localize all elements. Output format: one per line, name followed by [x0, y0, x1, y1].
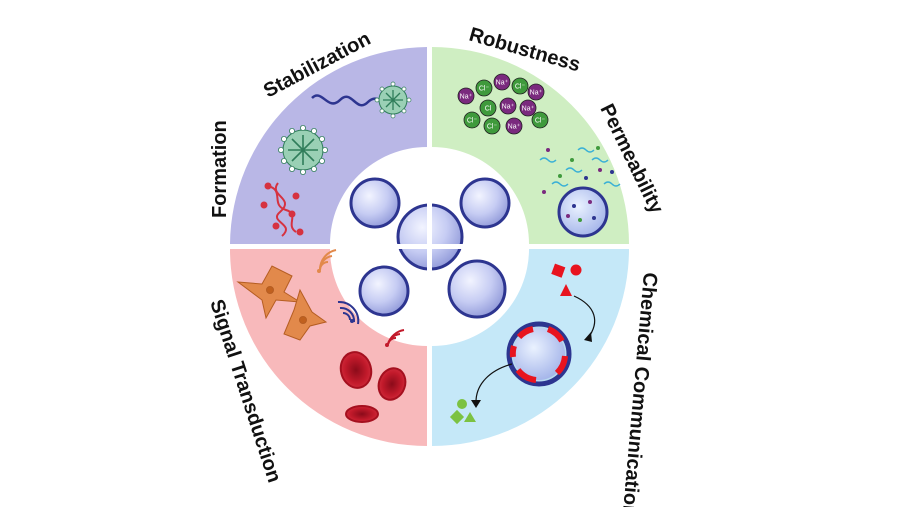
- ion-label: Na⁺: [496, 80, 509, 87]
- chloride-ion: [483, 117, 501, 135]
- ion-label: Na⁺: [502, 104, 515, 111]
- output-arrow: [475, 363, 513, 403]
- ion-label: Cl⁻: [535, 118, 546, 125]
- sodium-ion: [505, 117, 523, 135]
- droplet-top-left: [349, 177, 401, 229]
- ion-label: Na⁺: [522, 106, 535, 113]
- polymer-micelle-icon: [311, 81, 412, 119]
- sodium-ion: [493, 73, 511, 91]
- micelle-icon: [277, 124, 328, 175]
- wireless-signal-icon: [317, 249, 405, 347]
- output-molecule-icon: [449, 399, 476, 425]
- chloride-ion: [531, 111, 549, 129]
- fibroblast-cell-icon: [236, 265, 328, 341]
- sodium-ion: [519, 99, 537, 117]
- sodium-ion: [527, 83, 545, 101]
- droplet-bottom-left: [358, 265, 410, 317]
- label-formation: Formation: [209, 120, 231, 218]
- output-arrowhead: [471, 400, 481, 408]
- sodium-ion: [499, 97, 517, 115]
- ion-label: Cl⁻: [479, 86, 490, 93]
- chloride-ion: [475, 79, 493, 97]
- chloride-ion: [511, 77, 529, 95]
- sodium-ion: [457, 87, 475, 105]
- chloride-ion: [463, 111, 481, 129]
- ion-label: Cl⁻: [467, 118, 478, 125]
- droplet-bottom-right: [447, 259, 507, 319]
- red-blood-cell-icon: [339, 351, 407, 423]
- permeable-vesicle-icon: [539, 146, 621, 238]
- ion-label: Na⁺: [460, 94, 473, 101]
- input-arrowhead: [584, 332, 592, 342]
- chloride-ion: [479, 99, 497, 117]
- dna-strand-icon: [260, 182, 304, 237]
- divider-horizontal: [225, 244, 635, 249]
- signal-molecule-icon: [551, 263, 582, 296]
- ion-label: Na⁺: [530, 90, 543, 97]
- label-chemical: Chemical Communication: [618, 272, 661, 507]
- ion-label: Na⁺: [508, 124, 521, 131]
- droplet-top-right: [459, 177, 511, 229]
- membrane-vesicle-icon: [506, 321, 572, 387]
- ion-label: Cl: [485, 106, 492, 113]
- label-chemical-communication: Chemical Communication: [618, 272, 661, 507]
- ion-label: Cl⁻: [515, 84, 526, 91]
- ion-label: Cl⁻: [487, 124, 498, 131]
